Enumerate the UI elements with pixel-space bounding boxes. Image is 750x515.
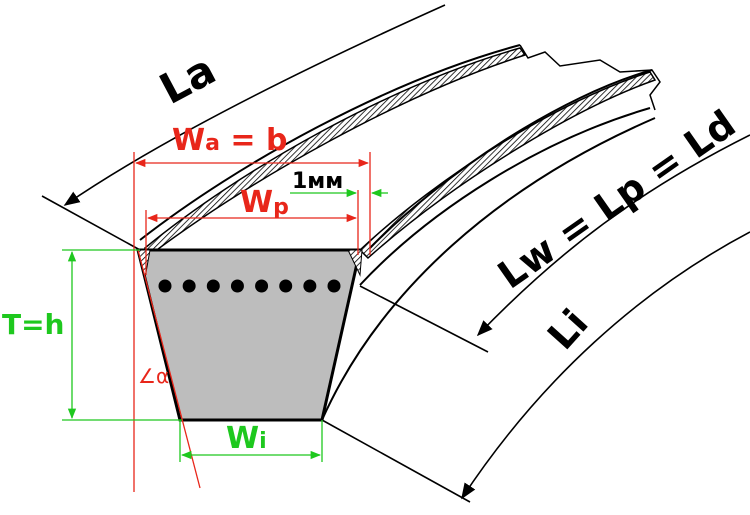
cord-dot: [206, 279, 220, 293]
alpha-angle-mark: ∠: [138, 364, 156, 388]
label-alpha-symbol: α: [156, 364, 169, 388]
alpha-slant-line: [137, 249, 201, 489]
label-wa-main: W: [172, 123, 205, 158]
li-extension-line: [321, 419, 471, 503]
belt-top-edge-outer: [139, 44, 521, 241]
lw-arc: [476, 134, 750, 337]
label-wp: Wp: [240, 185, 289, 220]
green-dimensions: [62, 188, 388, 462]
belt-side-upper: [359, 107, 651, 286]
belt-side-lower: [321, 117, 656, 421]
lw-extension-line: [359, 285, 489, 353]
cord-row: [158, 279, 341, 293]
label-wp-sub: p: [273, 195, 289, 220]
cord-dot: [255, 279, 269, 293]
label-wp-main: W: [240, 185, 273, 220]
label-la: La: [152, 45, 224, 114]
label-wi: Wi: [226, 421, 267, 456]
length-arcs: [41, 4, 750, 503]
corner-hatch-right: [347, 249, 363, 277]
la-arc: [63, 4, 446, 206]
la-extension-line: [41, 195, 141, 251]
belt-broken-end: [519, 44, 661, 111]
li-arc: [461, 231, 750, 500]
belt-body: [136, 44, 661, 422]
cord-dot: [327, 279, 341, 293]
cord-dot: [158, 279, 172, 293]
cord-dot: [279, 279, 293, 293]
belt-top-edge-inner: [369, 69, 653, 249]
label-wa: Wa = b: [172, 123, 287, 158]
label-one-mm: 1мм: [292, 169, 343, 194]
cord-dot: [303, 279, 317, 293]
cord-dot: [230, 279, 244, 293]
label-wi-sub: i: [259, 429, 267, 454]
label-th: T=h: [2, 308, 65, 341]
belt-top-hatch-left: [143, 47, 527, 257]
label-li: Li: [539, 301, 597, 358]
belt-cross-section: [136, 248, 362, 422]
label-wi-main: W: [226, 421, 259, 456]
red-dimensions: [133, 152, 371, 492]
label-wa-rest: = b: [220, 123, 288, 158]
label-alpha: ∠α: [138, 364, 169, 388]
label-wa-sub: a: [205, 131, 220, 156]
cord-dot: [182, 279, 196, 293]
